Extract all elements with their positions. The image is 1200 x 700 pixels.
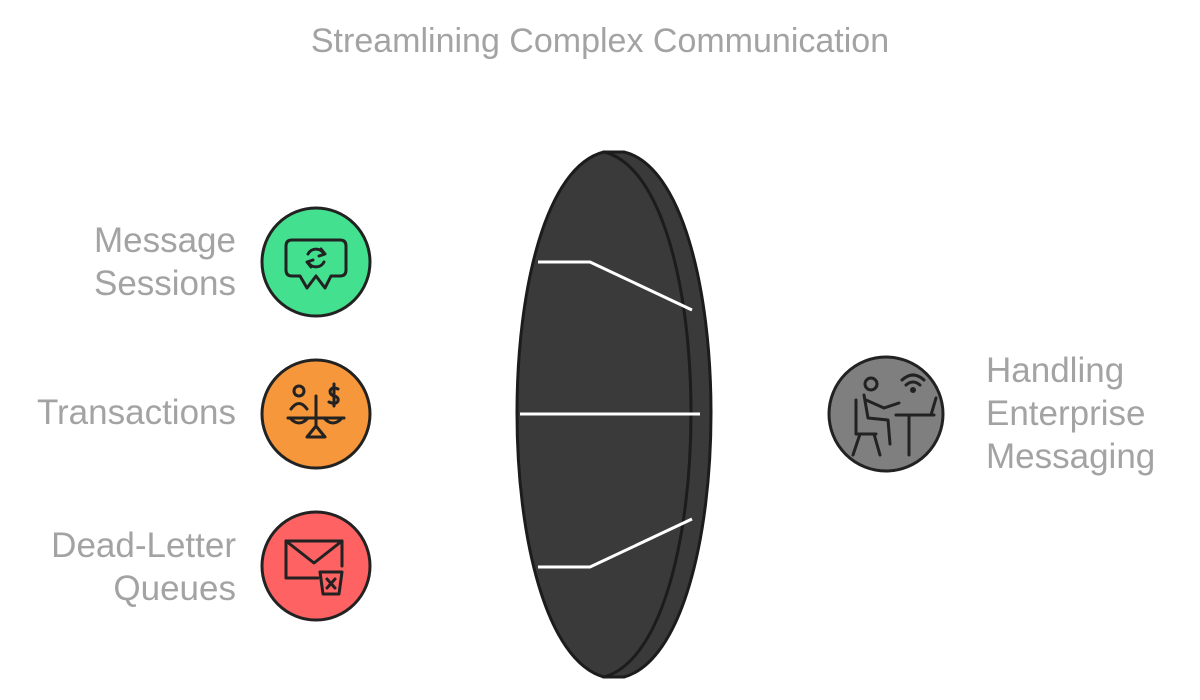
transactions-node: [260, 358, 372, 470]
label-transactions: Transactions: [36, 393, 236, 432]
person-laptop-icon: [851, 373, 938, 457]
connector-bottom: [538, 517, 693, 569]
message-sessions-node: [260, 206, 372, 318]
enterprise-messaging-node: [827, 355, 945, 473]
chat-refresh-icon: [284, 238, 348, 290]
scale-money-icon: [286, 382, 346, 439]
connector-top: [538, 260, 693, 312]
dead-letter-queues-node: [260, 510, 372, 622]
diagram-title: Streamlining Complex Communication: [310, 22, 890, 60]
lens: [515, 150, 713, 679]
envelope-trash-icon: [284, 539, 344, 596]
